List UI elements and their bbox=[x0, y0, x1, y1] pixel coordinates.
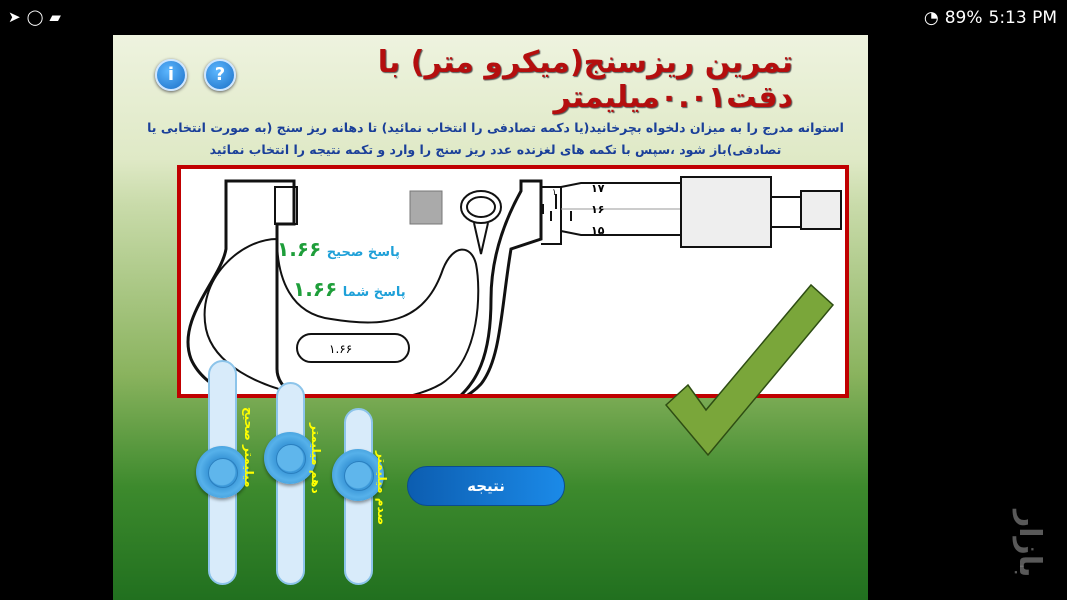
thimble-tick-16: ۱۶ bbox=[591, 203, 604, 216]
telegram-icon: ➤ bbox=[8, 8, 27, 26]
slider-knob-tenth-mm[interactable] bbox=[264, 432, 316, 484]
message-icon: ▰ bbox=[49, 8, 67, 26]
info-button[interactable]: i bbox=[155, 59, 187, 91]
slider-label-hundredth-mm: صدم میلیمتر bbox=[375, 451, 389, 526]
status-bar: ➤◯▰ ◔89%5:13 PM bbox=[0, 0, 1067, 35]
frame-reading: ۱.۶۶ bbox=[329, 342, 352, 356]
slider-label-tenth-mm: دهم میلیمتر bbox=[309, 423, 323, 494]
slider-knob-integer-mm[interactable] bbox=[196, 446, 248, 498]
slider-label-integer-mm: میلیمتر صحیح bbox=[242, 407, 256, 488]
your-answer-value: ۱.۶۶ bbox=[293, 277, 338, 301]
whatsapp-icon: ◯ bbox=[26, 8, 50, 26]
correct-answer-value: ۱.۶۶ bbox=[277, 237, 322, 261]
micrometer-panel: ۱ ۱۷ ۱۶ ۱۵ ۱.۶۶ پاسخ صحیح ۱.۶۶ پاسخ شما … bbox=[177, 165, 849, 398]
thimble-tick-17: ۱۷ bbox=[591, 182, 605, 195]
sleeve-mark: ۱ bbox=[552, 188, 557, 198]
app-panel: i ? تمرین ریزسنج(میکرو متر) با دقت۰.۰۱می… bbox=[113, 35, 868, 600]
your-answer: پاسخ شما ۱.۶۶ bbox=[293, 277, 406, 301]
help-button[interactable]: ? bbox=[204, 59, 236, 91]
correct-answer: پاسخ صحیح ۱.۶۶ bbox=[277, 237, 400, 261]
instructions: استوانه مدرج را به میزان دلخواه بچرخانید… bbox=[147, 120, 844, 157]
your-answer-label: پاسخ شما bbox=[342, 285, 406, 300]
wifi-icon: ◔ bbox=[923, 8, 939, 28]
slider-track-tenth-mm[interactable] bbox=[276, 382, 305, 585]
correct-answer-label: پاسخ صحیح bbox=[326, 245, 400, 260]
checkmark-icon bbox=[664, 283, 835, 457]
micrometer-drawing[interactable]: ۱ ۱۷ ۱۶ ۱۵ ۱.۶۶ bbox=[181, 169, 845, 394]
thimble-tick-15: ۱۵ bbox=[591, 224, 605, 237]
page-title: تمرین ریزسنج(میکرو متر) با دقت۰.۰۱میلیمت… bbox=[377, 45, 793, 115]
notification-icons: ➤◯▰ bbox=[8, 8, 67, 26]
bazaar-watermark: بازار bbox=[1012, 510, 1047, 578]
battery-level: 89% bbox=[944, 8, 983, 28]
result-button[interactable]: نتیجه bbox=[407, 466, 565, 506]
clock: 5:13 PM bbox=[988, 8, 1058, 28]
slider-knob-hundredth-mm[interactable] bbox=[332, 449, 384, 501]
